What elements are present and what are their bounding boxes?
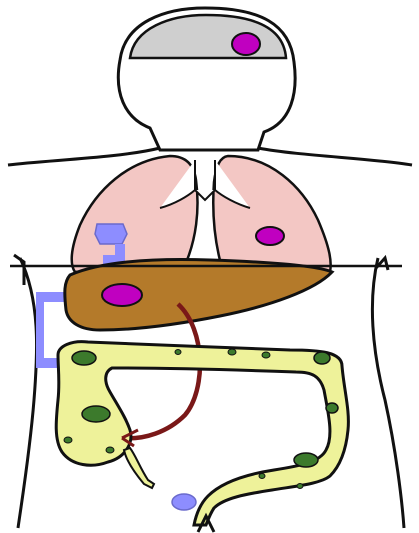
colon-spot	[228, 349, 236, 355]
spread-marker-rectum	[172, 494, 196, 510]
colon-spot	[175, 350, 181, 355]
lung-tumor	[256, 227, 284, 245]
colon-spot	[72, 351, 96, 365]
colon-spot	[294, 453, 318, 467]
colon-spot	[259, 474, 265, 479]
spread-line-side	[36, 292, 44, 368]
liver-tumor	[102, 284, 142, 306]
colon-spot	[297, 484, 303, 489]
colon-spot	[106, 447, 114, 453]
spread-marker-lung	[95, 224, 127, 244]
colon-spot	[262, 352, 270, 358]
colon-spot	[314, 352, 330, 364]
colon-spot	[64, 437, 72, 443]
colon-spot	[82, 406, 110, 422]
colon-spot	[326, 403, 338, 413]
brain-tumor	[232, 33, 260, 55]
